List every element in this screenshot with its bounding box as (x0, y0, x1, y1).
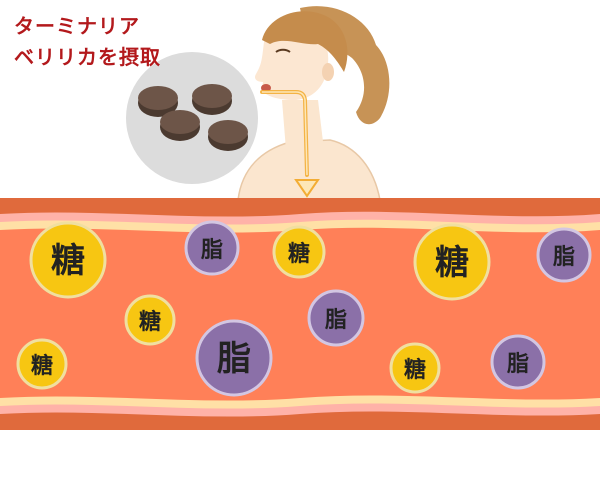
fat-particle: 脂 (536, 227, 592, 283)
fat-label: 脂 (507, 351, 529, 377)
sugar-particle: 糖 (413, 223, 491, 301)
fat-label: 脂 (553, 244, 575, 270)
tablet-icon (160, 110, 200, 141)
tablets-plate (126, 52, 258, 184)
tablet-icon (208, 120, 248, 151)
fat-label: 脂 (217, 339, 251, 379)
sugar-particle: 糖 (16, 338, 68, 390)
tablet-icon (192, 84, 232, 115)
sugar-particle: 糖 (124, 294, 176, 346)
sugar-label: 糖 (31, 353, 53, 379)
fat-particle: 脂 (307, 289, 365, 347)
sugar-label: 糖 (288, 241, 310, 267)
sugar-label: 糖 (404, 357, 426, 383)
sugar-particle: 糖 (389, 342, 441, 394)
fat-label: 脂 (201, 237, 223, 263)
sugar-particle: 糖 (29, 221, 107, 299)
fat-particle: 脂 (195, 319, 273, 397)
sugar-label: 糖 (51, 241, 85, 281)
caption-line-2: ベリリカを摂取 (14, 45, 161, 69)
sugar-label: 糖 (435, 243, 469, 283)
tablet-icon (138, 86, 178, 117)
sugar-particle: 糖 (272, 225, 326, 279)
arrow-down-icon (294, 179, 320, 198)
fat-particle: 脂 (184, 220, 240, 276)
caption-line-1: ターミナリア (14, 14, 140, 38)
sugar-label: 糖 (139, 309, 161, 335)
fat-label: 脂 (325, 307, 347, 333)
woman-illustration (237, 6, 390, 201)
fat-particle: 脂 (490, 334, 546, 390)
